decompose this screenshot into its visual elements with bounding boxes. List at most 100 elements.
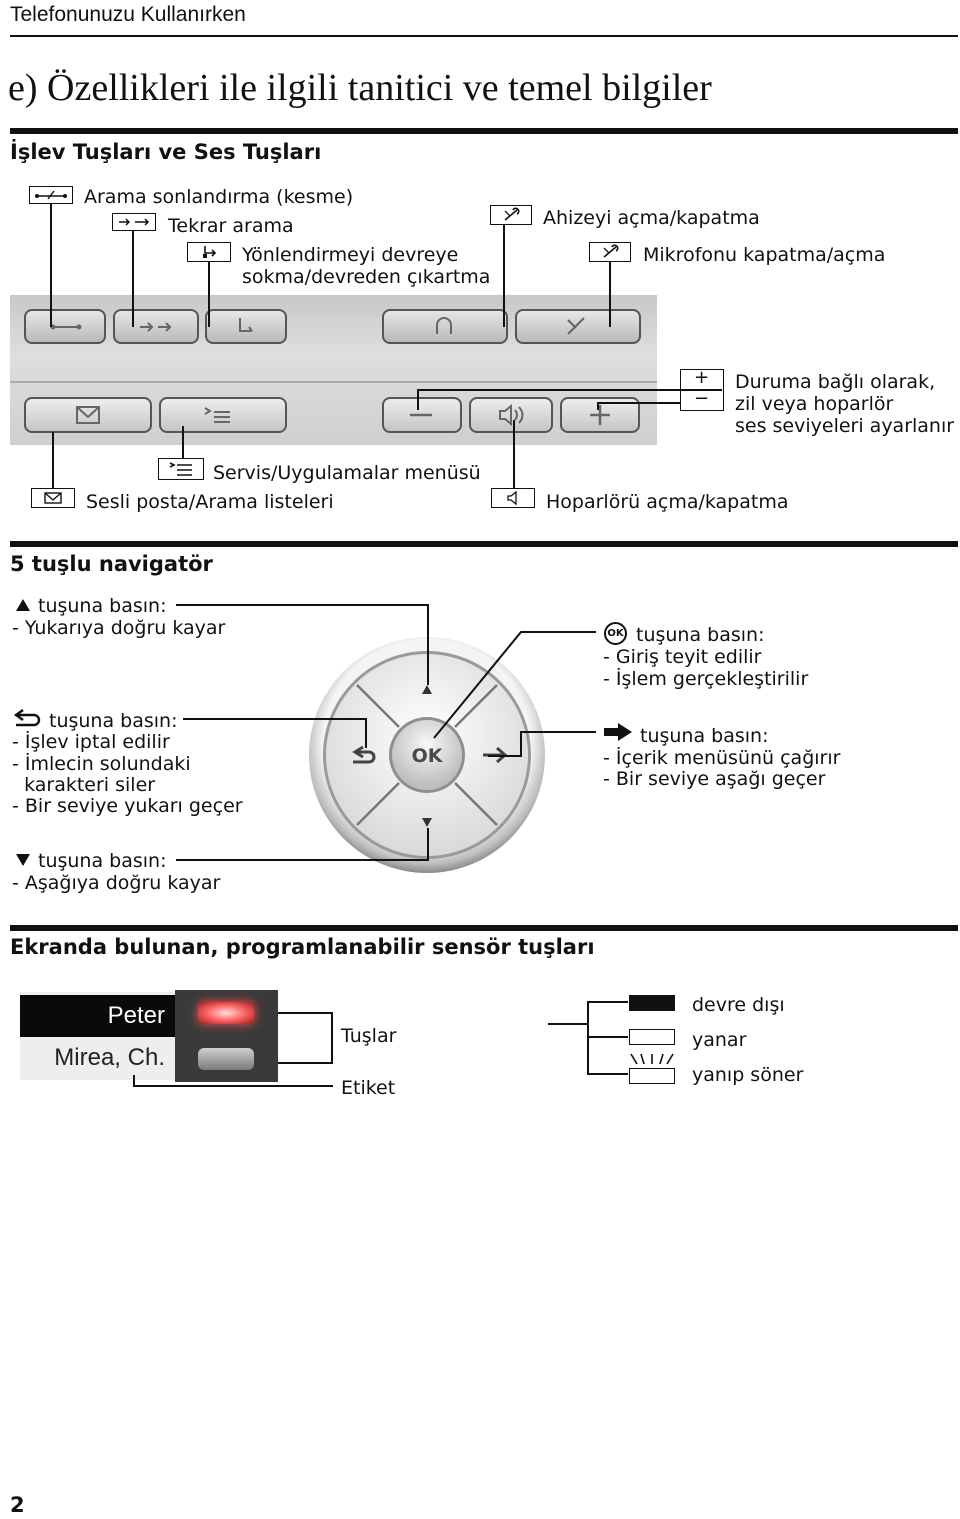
ok-icon: OK: [604, 622, 627, 645]
led-blink-icon: [629, 1068, 675, 1084]
ok-head: tuşuna basın:: [636, 624, 765, 646]
leader-end-call: [50, 204, 52, 327]
down-head: tuşuna basın:: [38, 850, 167, 872]
led-state-off: devre dışı: [692, 994, 785, 1016]
back-line-4: - Bir seviye yukarı geçer: [12, 795, 243, 817]
sensor-key-strip: [175, 990, 278, 1082]
section-rule-2: [10, 541, 958, 547]
handset-label: Ahizeyi açma/kapatma: [543, 207, 760, 229]
section-rule-3: [10, 925, 958, 931]
sensor-key-1[interactable]: [198, 1002, 254, 1024]
header-rule: [10, 35, 958, 37]
handset-key[interactable]: [382, 309, 508, 344]
display-label-1: Peter: [107, 1002, 165, 1029]
nav-up-key[interactable]: [422, 685, 432, 694]
right-line-1: - İçerik menüsünü çağırır: [603, 747, 841, 769]
led-state-blink: yanıp söner: [692, 1064, 804, 1086]
section-title-navigator: 5 tuşlu navigatör: [10, 552, 213, 576]
back-line-3: karakteri siler: [12, 774, 156, 796]
function-keys-row-1: [24, 309, 641, 344]
forward-label-line2: sokma/devreden çıkartma: [242, 266, 491, 288]
redial-key[interactable]: [113, 309, 199, 344]
running-title: Telefonunuzu Kullanırken: [10, 3, 246, 26]
led-off-icon: [629, 995, 675, 1011]
volume-leader: [417, 389, 680, 410]
ok-line-1: - Giriş teyit edilir: [603, 646, 762, 668]
back-line-2: - İmlecin solundaki: [12, 753, 191, 775]
leader-forward: [208, 262, 210, 327]
back-line-1: - İşlev iptal edilir: [12, 731, 170, 753]
up-arrow-icon: [16, 599, 30, 611]
back-head: tuşuna basın:: [49, 710, 178, 732]
end-call-label: Arama sonlandırma (kesme): [84, 186, 354, 208]
nav-ok-label: OK: [412, 745, 444, 767]
mailbox-label: Sesli posta/Arama listeleri: [86, 491, 334, 513]
up-line-1: - Yukarıya doğru kayar: [12, 617, 226, 639]
leader-speaker: [513, 420, 515, 490]
nav-ok-key[interactable]: OK: [389, 717, 465, 793]
sensor-leaders: [133, 1012, 333, 1087]
speaker-key[interactable]: [469, 397, 553, 433]
display-row-selected: [20, 995, 175, 1037]
volume-label-line1: Duruma bağlı olarak,: [735, 371, 936, 393]
leader-redial: [132, 231, 134, 327]
led-legend-bracket: [548, 1001, 628, 1075]
sensor-key-2[interactable]: [198, 1048, 254, 1070]
down-line-1: - Aşağıya doğru kayar: [12, 872, 221, 894]
speaker-label: Hoparlörü açma/kapatma: [546, 491, 789, 513]
end-call-key[interactable]: [24, 309, 106, 344]
forward-icon: [187, 242, 231, 262]
leader-mailbox: [52, 432, 54, 490]
redial-label: Tekrar arama: [168, 215, 294, 237]
services-key[interactable]: [159, 397, 287, 433]
up-head: tuşuna basın:: [38, 595, 167, 617]
mailbox-icon: [31, 488, 75, 508]
navigator-wheel: OK: [309, 637, 545, 873]
plus-icon: +: [693, 367, 710, 388]
nav-down-key[interactable]: [422, 818, 432, 827]
led-on-icon: [629, 1029, 675, 1045]
section-title-sensor-keys: Ekranda bulunan, programlanabilir sensör…: [10, 935, 595, 959]
forward-label-line1: Yönlendirmeyi devreye: [242, 244, 459, 266]
services-menu-icon: [158, 458, 204, 480]
minus-icon: −: [693, 388, 710, 409]
volume-icon-divider: [681, 389, 722, 391]
mic-mute-key[interactable]: [515, 309, 641, 344]
services-label: Servis/Uygulamalar menüsü: [213, 462, 481, 484]
label-callout: Etiket: [341, 1077, 396, 1099]
navigator-leaders: [176, 604, 596, 861]
end-call-icon: [29, 186, 73, 204]
right-line-2: - Bir seviye aşağı geçer: [603, 768, 826, 790]
right-head: tuşuna basın:: [640, 725, 769, 747]
keys-callout: Tuşlar: [341, 1025, 397, 1047]
speaker-icon: [491, 488, 535, 508]
display-label-2: Mirea, Ch.: [54, 1044, 165, 1071]
mailbox-key[interactable]: [24, 397, 152, 433]
blink-rays-icon: [630, 1053, 674, 1065]
nav-back-key[interactable]: [352, 745, 376, 764]
redial-icon: [112, 213, 156, 231]
leader-handset: [503, 225, 505, 327]
volume-label-line2: zil veya hoparlör: [735, 393, 894, 415]
panel-divider: [10, 381, 657, 383]
page-title: e) Özellikleri ile ilgili tanitici ve te…: [8, 67, 712, 109]
display-panel: Peter Mirea, Ch.: [20, 992, 175, 1080]
led-state-on: yanar: [692, 1029, 747, 1051]
volume-plus-key[interactable]: [560, 397, 640, 433]
section-title-function-keys: İşlev Tuşları ve Ses Tuşları: [10, 140, 322, 164]
function-keys-row-2: [24, 397, 640, 433]
leader-mic: [609, 262, 611, 327]
page-number: 2: [10, 1493, 25, 1517]
leader-services: [182, 426, 184, 462]
down-arrow-icon: [16, 854, 30, 866]
ok-line-2: - İşlem gerçekleştirilir: [603, 668, 809, 690]
volume-label-line3: ses seviyeleri ayarlanır: [735, 415, 955, 437]
right-arrow-icon: [604, 723, 632, 741]
handset-icon: [490, 205, 532, 225]
section-rule-1: [10, 128, 958, 134]
forward-key[interactable]: [205, 309, 287, 344]
back-icon: [13, 709, 41, 727]
mic-mute-label: Mikrofonu kapatma/açma: [643, 244, 886, 266]
mic-mute-icon: [589, 242, 631, 262]
volume-minus-key[interactable]: [382, 397, 462, 433]
